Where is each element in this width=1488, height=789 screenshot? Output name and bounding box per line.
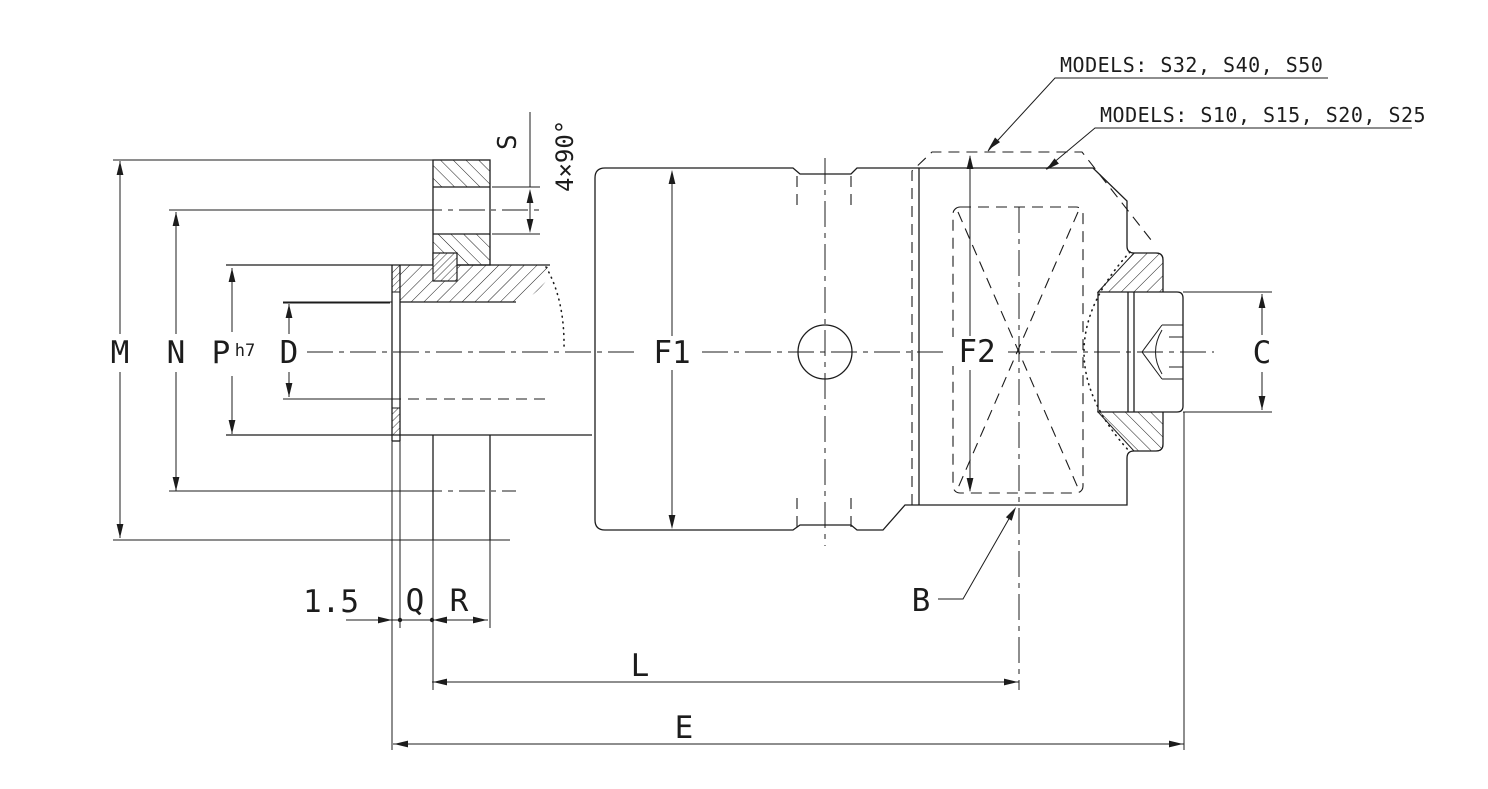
dimension-n: N: [167, 212, 186, 491]
dim-label-s-qty: 4×90°: [551, 120, 579, 192]
models-large-text: MODELS: S32, S40, S50: [1060, 53, 1323, 77]
dimension-f2: F2: [950, 155, 1004, 492]
dim-label-d: D: [280, 335, 299, 371]
dim-label-e: E: [675, 710, 694, 746]
dimension-c: C: [1183, 291, 1272, 413]
centerlines: [169, 158, 1214, 690]
leader-b: B: [912, 505, 1019, 619]
dim-label-p-tolerance: h7: [235, 341, 255, 361]
dimension-e: E: [393, 412, 1185, 750]
dimension-l: L: [432, 648, 1019, 686]
dim-label-l: L: [631, 648, 650, 684]
rotor-flange: [226, 159, 592, 540]
models-small-text: MODELS: S10, S15, S20, S25: [1100, 103, 1426, 127]
dim-label-s: S: [493, 134, 523, 150]
dim-label-m: M: [111, 335, 130, 371]
dimension-offset-q-r: 1.5 Q R: [303, 441, 491, 750]
dimension-f1: F1: [648, 170, 696, 529]
models-callout-small: MODELS: S10, S15, S20, S25: [1043, 103, 1426, 173]
key-square: [432, 252, 458, 282]
dim-label-r: R: [450, 583, 469, 619]
dim-label-q: Q: [406, 583, 425, 619]
flange-hatch: [400, 265, 548, 302]
fillet-dotted-arc: [545, 266, 565, 351]
dim-label-f2: F2: [958, 334, 995, 370]
dim-label-f1: F1: [653, 335, 690, 371]
dim-label-n: N: [167, 335, 186, 371]
dim-label-offset: 1.5: [303, 584, 359, 620]
models-callout-large: MODELS: S32, S40, S50: [985, 53, 1328, 153]
dimension-p: P h7: [212, 268, 255, 434]
dimension-m: M: [111, 159, 510, 541]
dim-label-c: C: [1253, 335, 1272, 371]
dim-label-b: B: [912, 583, 931, 619]
dimension-s: S 4×90°: [492, 112, 579, 235]
dimension-d: D: [280, 302, 390, 397]
dim-label-p: P: [212, 335, 231, 371]
large-model-dashed-outline: [911, 151, 1156, 505]
